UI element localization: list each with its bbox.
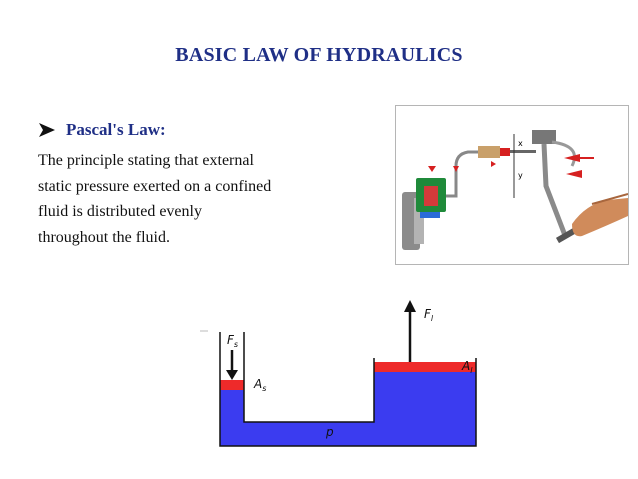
container-wall	[219, 332, 477, 447]
definition-line: static pressure exerted on a confined	[38, 177, 272, 195]
definition-line: fluid is distributed evenly	[38, 203, 202, 220]
force-large-label: Fl	[424, 307, 434, 323]
small-piston	[220, 380, 244, 390]
svg-text:y: y	[518, 171, 523, 180]
definition-line: throughout the fluid.	[38, 228, 170, 246]
brake-line	[446, 150, 478, 198]
definition-line: The principle stating that external	[38, 152, 254, 169]
large-piston	[374, 362, 476, 372]
pressure-label: p	[325, 425, 334, 439]
bullet-heading: Pascal's Law:	[38, 120, 166, 140]
hydraulic-press-diagram: Fs As Fl Al p	[200, 300, 477, 447]
arrow-bullet-icon	[39, 123, 55, 137]
hydraulic-fluid	[220, 372, 476, 446]
area-large-label: Al	[461, 359, 473, 375]
svg-text:x: x	[518, 139, 523, 148]
foot	[572, 198, 628, 237]
brake-pedal-arm	[541, 143, 569, 239]
pedal-pivot	[532, 130, 556, 144]
definition-text: The principle stating that external stat…	[38, 148, 368, 250]
slide-title: BASIC LAW OF HYDRAULICS	[175, 44, 463, 66]
master-cylinder	[478, 146, 500, 158]
brake-pedal-illustration: x y	[395, 105, 629, 265]
area-small-label: As	[253, 377, 266, 393]
bullet-label: Pascal's Law:	[66, 120, 166, 139]
force-small-label: Fs	[227, 333, 238, 349]
